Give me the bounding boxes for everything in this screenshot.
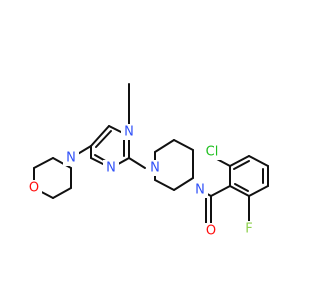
- bond: [173, 177, 194, 191]
- bond: [154, 179, 175, 191]
- label-bg: [26, 180, 42, 196]
- piperazine-nitrogen-4-label: N: [195, 183, 205, 198]
- molecule-diagram: O N N N N N O Cl F: [26, 83, 269, 239]
- label-bg: [63, 150, 79, 166]
- morpholine-oxygen-label: O: [29, 181, 39, 196]
- piperazine-nitrogen-1-label: N: [150, 161, 160, 176]
- morpholine-nitrogen-label: N: [66, 151, 76, 166]
- pyrimidine-nitrogen-1-label: N: [106, 161, 116, 176]
- double-bond-inner: [233, 160, 250, 170]
- bond: [90, 125, 110, 147]
- bond: [52, 187, 72, 199]
- bond: [248, 185, 269, 197]
- double-bond-inner: [95, 130, 112, 148]
- bond: [210, 185, 231, 197]
- bond: [33, 157, 54, 169]
- benzene-ring: [229, 155, 269, 197]
- label-bg: [201, 144, 223, 160]
- bond: [173, 139, 194, 151]
- chlorine-label: Cl: [206, 145, 219, 160]
- label-bg: [192, 182, 208, 198]
- label-bg: [147, 160, 163, 176]
- fluorine-label: F: [245, 222, 252, 237]
- label-bg: [203, 223, 219, 239]
- bond: [229, 155, 250, 167]
- label-bg: [103, 160, 119, 176]
- bond: [248, 155, 269, 167]
- atom-labels: O N N N N N O Cl F: [26, 124, 257, 239]
- structure-svg: O N N N N N O Cl F: [26, 83, 269, 239]
- morpholine-ring: [33, 157, 72, 199]
- bond: [154, 139, 175, 153]
- label-bg: [121, 124, 137, 140]
- bond: [52, 157, 72, 169]
- bond: [229, 185, 250, 197]
- bond: [128, 157, 146, 169]
- double-bond-inner: [234, 183, 249, 192]
- carbonyl-oxygen-label: O: [206, 224, 216, 239]
- label-bg: [241, 221, 257, 237]
- pyrimidine-nitrogen-3-label: N: [124, 125, 134, 140]
